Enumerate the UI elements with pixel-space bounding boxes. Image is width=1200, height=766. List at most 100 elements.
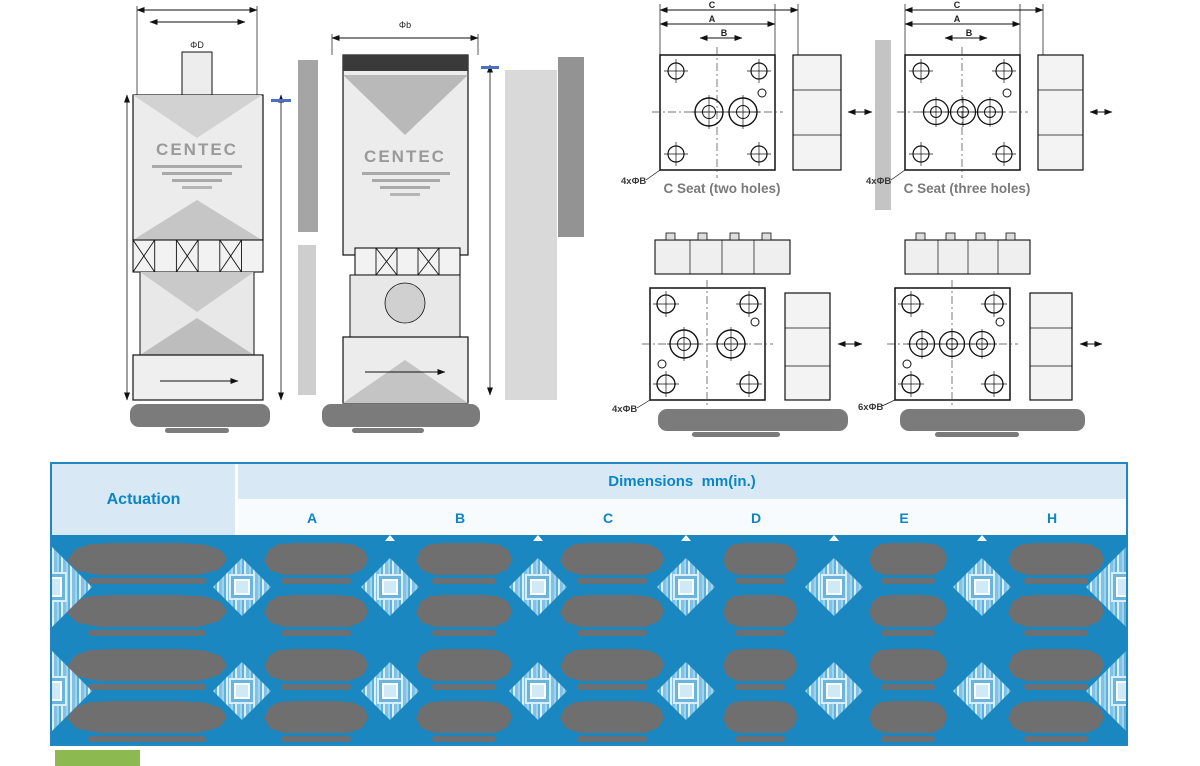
- artifact-diamond: [657, 558, 715, 616]
- page-badge: [55, 750, 140, 766]
- obscured-cell-subtext: [432, 736, 496, 742]
- artifact-arrow-up: [385, 535, 395, 541]
- column-header-h: H: [1046, 509, 1058, 526]
- obscured-cell-subtext: [281, 684, 351, 690]
- obscured-cell-subtext: [735, 630, 785, 636]
- column-header-a: A: [306, 509, 318, 526]
- centec-watermark: CENTEC: [364, 147, 446, 166]
- obscured-cell-subtext: [577, 630, 647, 636]
- obscured-cell-text: [416, 701, 512, 733]
- drawing-seat-three-holes-bottom: 6xΦB: [858, 232, 1103, 437]
- obscured-cell-text: [869, 543, 947, 575]
- dimensions-header-cell: Dimensions mm(in.): [238, 464, 1126, 500]
- illegible-text-line: [182, 186, 212, 189]
- illegible-text-line: [380, 186, 430, 189]
- dimensions-table: Actuation Dimensions mm(in.) A B C D E H: [50, 462, 1128, 746]
- artifact-diamond: [805, 558, 863, 616]
- obscured-cell-text: [416, 649, 512, 681]
- obscured-caption-line: [165, 428, 229, 433]
- table-body-obscured: [52, 535, 1126, 744]
- column-header-b: B: [454, 509, 466, 526]
- drawing-seat-three-holes-top: C A B 4xΦB C Seat (three holes): [866, 0, 1113, 196]
- obscured-cell-text: [264, 595, 368, 627]
- dim-label-c: C: [709, 0, 716, 10]
- obscured-cell-subtext: [88, 630, 206, 636]
- bolt-hole-note: 4xΦB: [621, 176, 646, 187]
- obscured-cell-subtext: [1024, 736, 1088, 742]
- obscured-cell-text: [264, 701, 368, 733]
- obscured-cell-subtext: [1024, 578, 1088, 584]
- obscured-cell-subtext: [1024, 630, 1088, 636]
- artifact-smudge: [298, 245, 316, 395]
- table-header: Actuation Dimensions mm(in.) A B C D E H: [52, 464, 1126, 535]
- obscured-caption: [322, 404, 480, 427]
- obscured-cell-text: [1008, 543, 1104, 575]
- obscured-cell-subtext: [281, 736, 351, 742]
- obscured-cell-text: [416, 543, 512, 575]
- obscured-cell-text: [560, 543, 664, 575]
- blue-mark: [271, 99, 291, 102]
- obscured-cell-text: [264, 649, 368, 681]
- obscured-cell-subtext: [577, 736, 647, 742]
- artifact-diamond: [953, 558, 1011, 616]
- column-header-d: D: [750, 509, 762, 526]
- obscured-cell-text: [264, 543, 368, 575]
- obscured-cell-text: [723, 649, 797, 681]
- drawing-seat-two-holes-bottom: 4xΦB: [612, 232, 863, 437]
- obscured-cell-subtext: [88, 736, 206, 742]
- obscured-cell-subtext: [432, 684, 496, 690]
- obscured-caption-line: [352, 428, 424, 433]
- obscured-cell-subtext: [281, 630, 351, 636]
- illegible-text-line: [162, 172, 232, 175]
- artifact-smudge: [505, 70, 557, 400]
- artifact-arrow-up: [829, 535, 839, 541]
- obscured-caption: [658, 409, 848, 431]
- obscured-cell-text: [723, 543, 797, 575]
- artifact-diamond: [953, 662, 1011, 720]
- actuation-header-cell: Actuation: [52, 464, 238, 535]
- artifact-diamond: [361, 662, 419, 720]
- dim-label-phi-b: Φb: [399, 20, 411, 30]
- bolt-hole-note: 6xΦB: [858, 402, 883, 413]
- dim-label-a: A: [954, 14, 961, 24]
- obscured-cell-subtext: [881, 684, 935, 690]
- column-header-e: E: [899, 509, 909, 526]
- artifact-smudge: [558, 57, 584, 237]
- obscured-cell-subtext: [735, 684, 785, 690]
- dim-label-b: B: [966, 28, 973, 38]
- artifact-diamond: [657, 662, 715, 720]
- illegible-text-line: [152, 165, 242, 168]
- dim-label-c: C: [954, 0, 961, 10]
- artifact-arrow-up: [533, 535, 543, 541]
- blue-mark: [481, 66, 499, 69]
- obscured-caption: [130, 404, 270, 427]
- obscured-cell-text: [1008, 701, 1104, 733]
- obscured-cell-text: [723, 595, 797, 627]
- artifact-smudge: [875, 40, 891, 210]
- obscured-cell-subtext: [281, 578, 351, 584]
- illegible-text-line: [172, 179, 222, 182]
- obscured-cell-text: [416, 595, 512, 627]
- artifact-arrow-up: [681, 535, 691, 541]
- obscured-cell-text: [67, 701, 227, 733]
- illegible-text-line: [362, 172, 450, 175]
- dim-label-a: A: [709, 14, 716, 24]
- obscured-cell-text: [723, 701, 797, 733]
- artifact-diamond: [805, 662, 863, 720]
- obscured-cell-text: [560, 595, 664, 627]
- obscured-caption-line: [935, 432, 1019, 437]
- obscured-cell-text: [67, 649, 227, 681]
- obscured-caption-line: [692, 432, 780, 437]
- artifact-diamond: [361, 558, 419, 616]
- artifact-diamond: [509, 558, 567, 616]
- obscured-cell-subtext: [735, 578, 785, 584]
- obscured-cell-subtext: [577, 684, 647, 690]
- illegible-text-line: [390, 193, 420, 196]
- obscured-cell-subtext: [432, 578, 496, 584]
- drawing-seat-two-holes-top: C A B 4xΦB C Seat (two holes): [621, 0, 873, 196]
- column-header-c: C: [602, 509, 614, 526]
- artifact-diamond: [509, 662, 567, 720]
- obscured-caption: [900, 409, 1085, 431]
- obscured-cell-subtext: [432, 630, 496, 636]
